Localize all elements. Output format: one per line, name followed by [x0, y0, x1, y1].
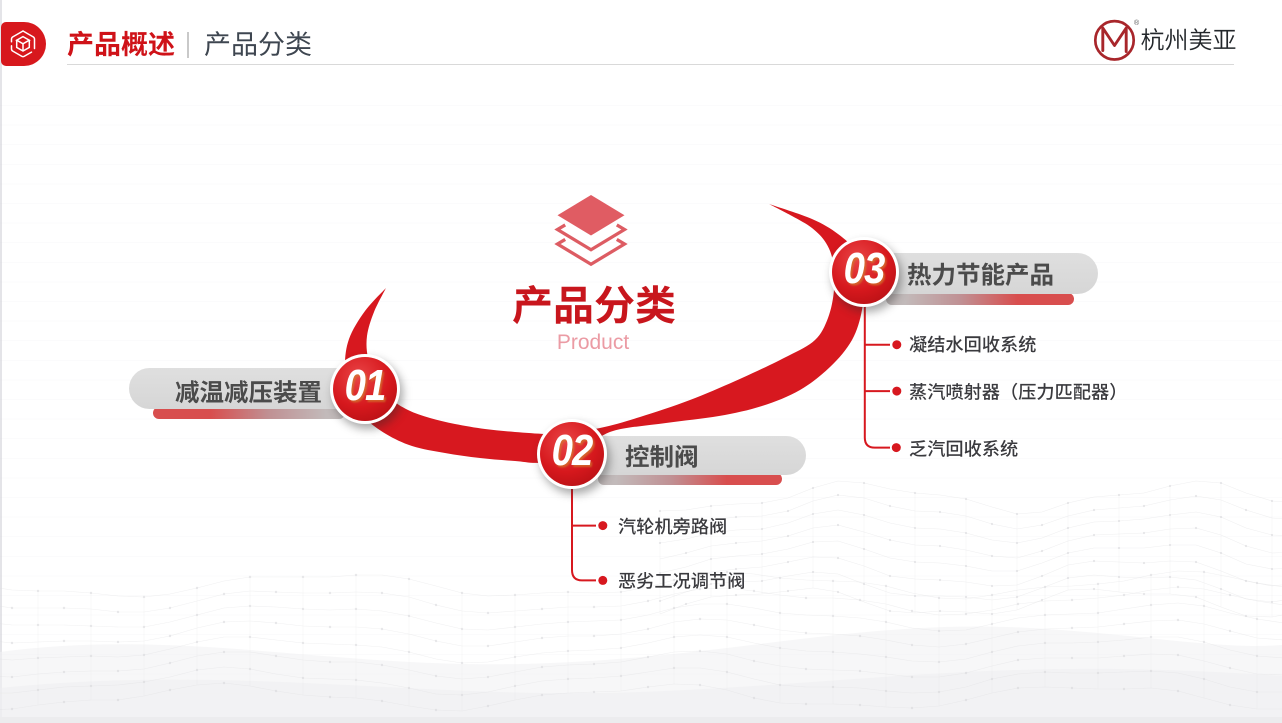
svg-text:Product: Product: [557, 331, 630, 354]
svg-text:®: ®: [1134, 19, 1140, 27]
